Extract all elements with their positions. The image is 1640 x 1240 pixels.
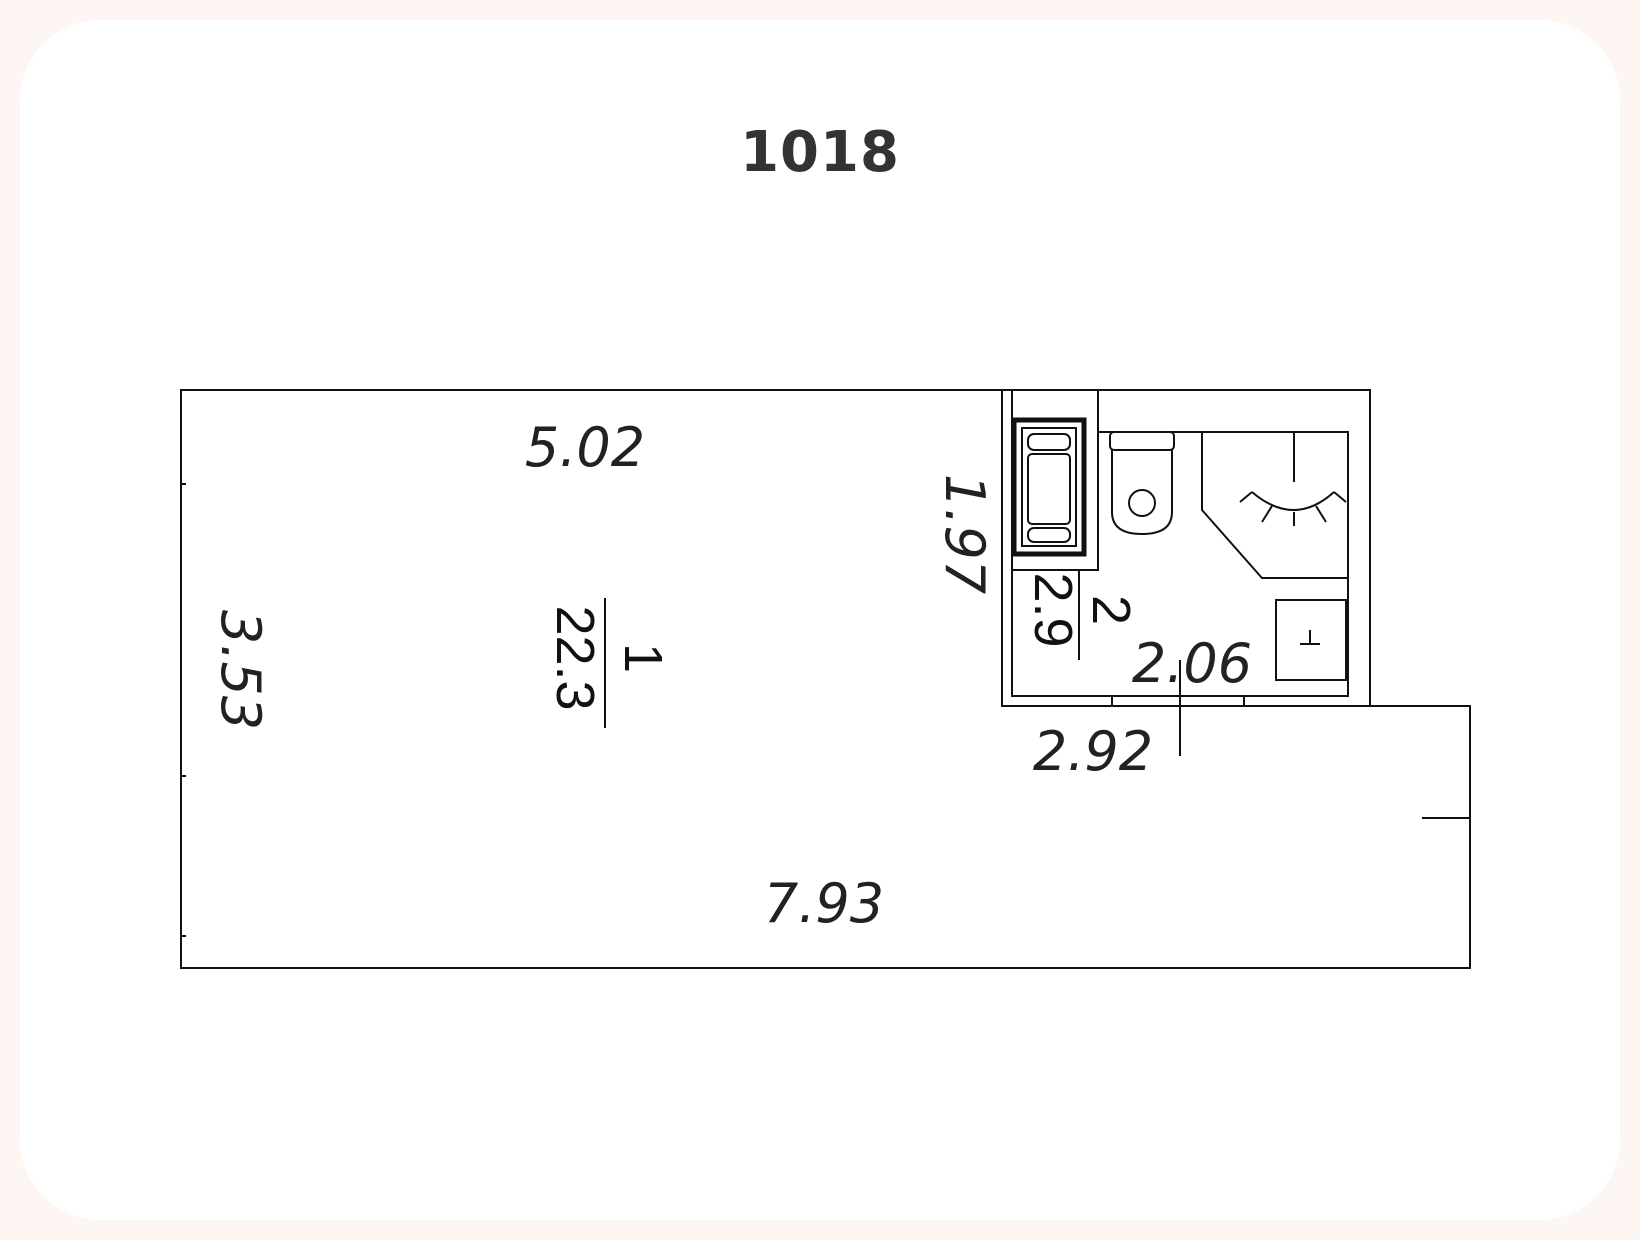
toilet-icon — [1109, 431, 1175, 536]
dimension-left-height: 3.53 — [209, 610, 272, 730]
sink-icon — [1201, 432, 1348, 579]
room-2-label: 2 2.9 — [1023, 570, 1141, 660]
bathtub-icon — [1011, 417, 1087, 557]
room-1-area: 22.3 — [545, 605, 605, 710]
bathroom-wall-ticks — [1111, 696, 1245, 706]
room-2-number: 2 — [1081, 595, 1141, 625]
outer-wall — [180, 389, 1471, 969]
partition-wall — [1012, 432, 1099, 571]
dimension-total-width: 7.93 — [764, 872, 884, 935]
bathroom-inner-wall — [1011, 390, 1349, 697]
room-1-number: 1 — [613, 643, 673, 673]
plan-card — [20, 20, 1620, 1220]
dimension-bathroom-height: 1.97 — [933, 474, 996, 594]
plan-title: 1018 — [740, 120, 900, 185]
left-wall-ticks — [181, 483, 186, 937]
dimension-bathroom-inner-width: 2.06 — [1132, 632, 1252, 695]
dimension-top-width: 5.02 — [525, 416, 645, 479]
room-1-label: 1 22.3 — [545, 598, 673, 728]
room-2-area: 2.9 — [1023, 572, 1083, 647]
washing-machine-icon — [1275, 599, 1347, 681]
bathroom-outer-wall — [1001, 390, 1370, 707]
dimension-bathroom-width: 2.92 — [1033, 720, 1153, 783]
